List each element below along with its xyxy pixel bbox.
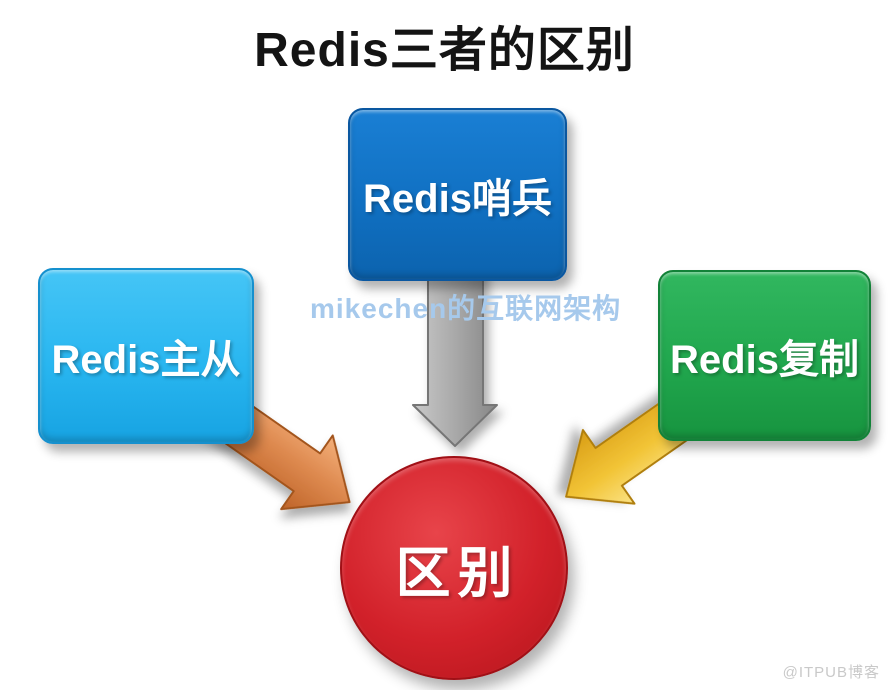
node-redis-sentinel-label: Redis哨兵 [363, 176, 552, 221]
diagram-title: Redis三者的区别 [254, 24, 635, 77]
node-redis-sentinel: Redis哨兵 [348, 108, 567, 281]
node-redis-replication-label: Redis复制 [670, 337, 859, 382]
node-redis-master-slave-label: Redis主从 [51, 338, 241, 382]
watermark-center: mikechen的互联网架构 [310, 293, 622, 324]
node-redis-replication: Redis复制 [658, 270, 871, 441]
watermark-corner: @ITPUB博客 [782, 664, 880, 681]
node-difference: 区别 [340, 456, 568, 680]
arrow-sentinel-to-difference [412, 257, 498, 447]
node-redis-master-slave: Redis主从 [38, 268, 254, 444]
node-difference-label: 区别 [395, 542, 520, 604]
